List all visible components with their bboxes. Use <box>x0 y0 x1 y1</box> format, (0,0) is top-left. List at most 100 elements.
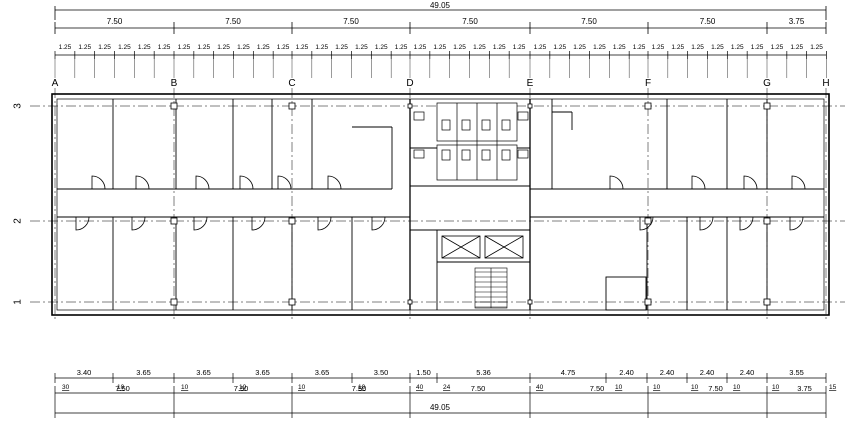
top-bay-label: 3.75 <box>789 17 805 26</box>
top-sub-label: 1.25 <box>98 44 111 51</box>
top-bay-label: 7.50 <box>462 17 478 26</box>
top-sub-label: 1.25 <box>493 44 506 51</box>
bottom-bay-label: 7.50 <box>708 384 723 393</box>
bottom-offset-label: 10 <box>181 384 189 391</box>
top-sub-label: 1.25 <box>197 44 210 51</box>
top-bay-label: 7.50 <box>343 17 359 26</box>
door-swing <box>791 175 806 190</box>
bottom-row1-label: 1.50 <box>416 368 431 377</box>
column-marker <box>644 298 652 306</box>
axis-label-x: E <box>527 78 534 89</box>
top-sub-label: 1.25 <box>573 44 586 51</box>
column-marker <box>644 217 652 225</box>
top-sub-label: 1.25 <box>613 44 626 51</box>
bottom-offset-label: 10 <box>358 384 366 391</box>
top-sub-label: 1.25 <box>771 44 784 51</box>
column-marker <box>763 217 771 225</box>
bottom-offset-label: 10 <box>772 384 780 391</box>
top-sub-label: 1.25 <box>78 44 91 51</box>
top-sub-label: 1.25 <box>453 44 466 51</box>
top-sub-label: 1.25 <box>593 44 606 51</box>
bottom-bay-label: 7.50 <box>590 384 605 393</box>
bottom-offset-label: 10 <box>653 384 661 391</box>
top-bay-ticks <box>54 22 827 34</box>
door-swing <box>699 216 714 231</box>
column-marker <box>644 102 652 110</box>
door-swing <box>193 216 208 231</box>
bottom-row1-label: 5.36 <box>476 368 491 377</box>
door-swing <box>239 175 254 190</box>
door-swing <box>195 175 210 190</box>
bottom-row1-label: 2.40 <box>619 368 634 377</box>
corridor <box>57 188 824 218</box>
bottom-row1-label: 3.50 <box>374 368 389 377</box>
column-marker <box>527 299 533 305</box>
top-sub-label: 1.25 <box>178 44 191 51</box>
axis-label-y: 1 <box>13 299 24 305</box>
bottom-row1-label: 3.40 <box>77 368 92 377</box>
top-sub-label: 1.25 <box>257 44 270 51</box>
bottom-row1-label: 3.55 <box>789 368 804 377</box>
bottom-bay-label: 3.75 <box>797 384 812 393</box>
stair <box>474 267 508 309</box>
door-swing <box>91 175 106 190</box>
bottom-row1-label: 3.65 <box>255 368 270 377</box>
top-sub-label: 1.25 <box>751 44 764 51</box>
top-bay-label: 7.50 <box>225 17 241 26</box>
column-marker <box>170 102 178 110</box>
top-sub-label: 1.25 <box>277 44 290 51</box>
door-swing <box>75 216 90 231</box>
bottom-row1-label: 2.40 <box>660 368 675 377</box>
bottom-offset-label: 10 <box>239 384 247 391</box>
top-sub-label: 1.25 <box>433 44 446 51</box>
top-sub-label: 1.25 <box>296 44 309 51</box>
bottom-offset-label: 10 <box>298 384 306 391</box>
top-total-label: 49.05 <box>430 1 451 10</box>
top-sub-label: 1.25 <box>671 44 684 51</box>
bottom-offset-label: 40 <box>536 384 544 391</box>
top-sub-label: 1.25 <box>158 44 171 51</box>
door-swing <box>691 175 706 190</box>
top-sub-label: 1.25 <box>217 44 230 51</box>
axis-label-x: C <box>288 78 295 89</box>
top-sub-label: 1.25 <box>59 44 72 51</box>
axes-horizontal <box>30 105 845 303</box>
axis-label-y: 2 <box>13 218 24 224</box>
top-sub-label: 1.25 <box>395 44 408 51</box>
top-bay-label: 7.50 <box>581 17 597 26</box>
top-sub-label: 1.25 <box>691 44 704 51</box>
bottom-total-label: 49.05 <box>430 403 451 412</box>
door-swing <box>135 175 150 190</box>
column-marker <box>407 103 413 109</box>
room-partitions <box>112 99 768 311</box>
top-overall-dimension <box>54 6 827 20</box>
top-sub-label: 1.25 <box>731 44 744 51</box>
bottom-offset-label: 10 <box>117 384 125 391</box>
bottom-row1-label: 2.40 <box>740 368 755 377</box>
top-sub-label: 1.25 <box>375 44 388 51</box>
axis-label-x: H <box>822 78 829 89</box>
axis-label-x: F <box>645 78 651 89</box>
column-marker <box>288 102 296 110</box>
top-sub-label: 1.25 <box>652 44 665 51</box>
top-sub-label: 1.25 <box>138 44 151 51</box>
door-swing <box>131 216 146 231</box>
door-swing <box>743 175 758 190</box>
column-marker <box>763 298 771 306</box>
axis-label-y: 3 <box>13 103 24 109</box>
bottom-offset-label: 24 <box>443 384 451 391</box>
top-sub-label: 1.25 <box>315 44 328 51</box>
top-sub-label: 1.25 <box>513 44 526 51</box>
bottom-dimensions <box>55 377 826 414</box>
top-sub-label: 1.25 <box>355 44 368 51</box>
bottom-offset-label: 40 <box>416 384 424 391</box>
top-sub-label: 1.25 <box>790 44 803 51</box>
elevators <box>441 235 524 259</box>
bottom-row1-label: 3.65 <box>136 368 151 377</box>
bottom-bay-label: 7.50 <box>115 384 130 393</box>
bottom-offset-label: 30 <box>62 384 70 391</box>
column-marker <box>407 299 413 305</box>
